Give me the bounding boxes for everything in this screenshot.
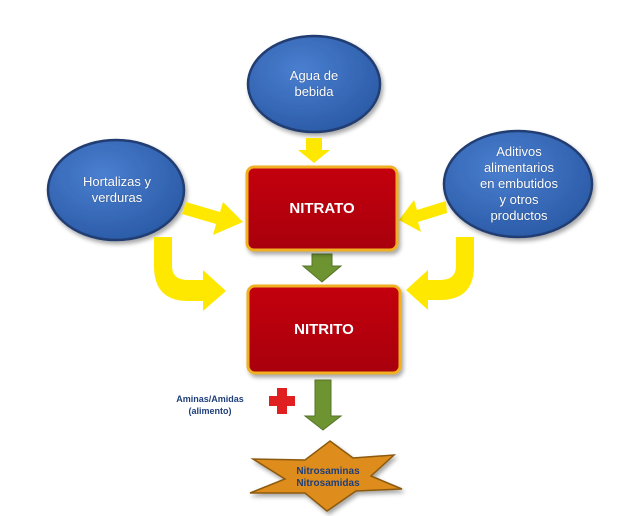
arrow-additives-to-nitrite (406, 237, 474, 310)
water-oval (246, 34, 382, 134)
arrow-water-to-nitrate (298, 138, 330, 163)
nitrate-box (245, 165, 399, 252)
arrow-additives-to-nitrate (399, 200, 447, 232)
nitrosamines-label: Nitrosaminas Nitrosamidas (296, 466, 360, 489)
water-label: Agua de bebida (289, 68, 339, 99)
vegetables-label: Hortalizas y verduras (83, 174, 151, 205)
arrow-nitrite-to-nitrosamines (303, 379, 343, 431)
nitrite-label: NITRITO (294, 321, 354, 338)
amines-label: Aminas/Amidas (alimento) (176, 394, 244, 416)
plus-icon (269, 388, 295, 414)
arrow-nitrate-to-nitrite (301, 253, 343, 283)
nitrate-label: NITRATO (289, 200, 355, 217)
additives-label: Aditivos alimentarios en embutidos y otr… (479, 144, 559, 223)
arrow-vegetables-to-nitrate (182, 202, 243, 235)
additives-oval (442, 129, 594, 239)
vegetables-oval (46, 138, 186, 242)
nitrite-box (246, 284, 402, 375)
nitrosamines-star (249, 440, 403, 512)
arrow-vegetables-to-nitrite (154, 237, 226, 311)
